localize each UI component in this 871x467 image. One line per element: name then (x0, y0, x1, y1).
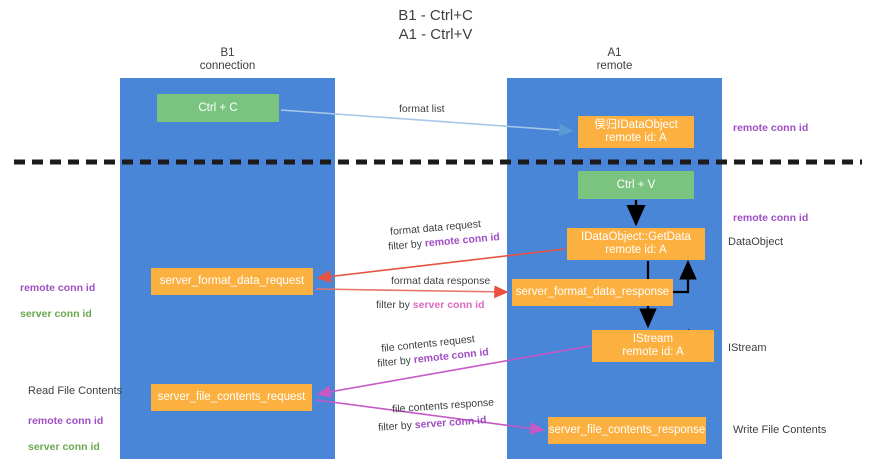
annotation-write-file-contents: Write File Contents (733, 424, 827, 436)
node-ctrl-v[interactable]: Ctrl + V (578, 171, 694, 199)
edge-label-format-list: format list (399, 103, 445, 115)
node-idataobject[interactable]: 俣归IDataObject remote id: A (578, 116, 694, 148)
annotation-left-bottom-conn-ids: remote conn id server conn id (28, 402, 103, 454)
annotation-remote-conn-id-mid: remote conn id (733, 212, 809, 224)
annotation-left-conn-ids: remote conn id server conn id (20, 269, 95, 321)
filter-key-server-conn-id: server conn id (414, 414, 487, 432)
filter-key-server-conn-id: server conn id (412, 299, 485, 311)
annotation-left-bottom-remote-conn-id: remote conn id (28, 415, 104, 427)
filter-prefix: filter by (377, 419, 416, 434)
page-title: B1 - Ctrl+C A1 - Ctrl+V (398, 7, 473, 43)
edge-label-format-data-response-filter: filter by server conn id (376, 298, 485, 312)
node-server-file-contents-request[interactable]: server_file_contents_request (151, 384, 312, 411)
filter-prefix: filter by (376, 299, 413, 311)
edge-format-data-response (315, 285, 509, 299)
node-idataobject-getdata[interactable]: IDataObject::GetData remote id: A (567, 228, 705, 260)
node-server-file-contents-response[interactable]: server_file_contents_response (548, 417, 706, 444)
swimlane-header-b1: B1 connection (199, 47, 256, 72)
node-server-format-data-response[interactable]: server_format_data_response (512, 279, 673, 306)
annotation-left-bottom-server-conn-id: server conn id (28, 441, 100, 453)
annotation-remote-conn-id-top: remote conn id (733, 122, 809, 134)
node-istream[interactable]: IStream remote id: A (592, 330, 714, 362)
node-ctrl-c[interactable]: Ctrl + C (157, 94, 279, 122)
filter-prefix: filter by (376, 354, 415, 370)
edge-label-format-data-response: format data response (391, 275, 491, 287)
node-server-format-data-request[interactable]: server_format_data_request (151, 268, 313, 295)
annotation-istream: IStream (728, 342, 767, 354)
filter-prefix: filter by (387, 237, 426, 253)
annotation-left-server-conn-id: server conn id (20, 308, 92, 320)
annotation-read-file-contents: Read File Contents (28, 385, 123, 397)
swimlane-header-a1: A1 remote (596, 47, 633, 72)
edge-label-file-contents-response-filter: filter by server conn id (378, 413, 487, 435)
annotation-dataobject: DataObject (728, 236, 784, 248)
annotation-left-remote-conn-id: remote conn id (20, 282, 96, 294)
